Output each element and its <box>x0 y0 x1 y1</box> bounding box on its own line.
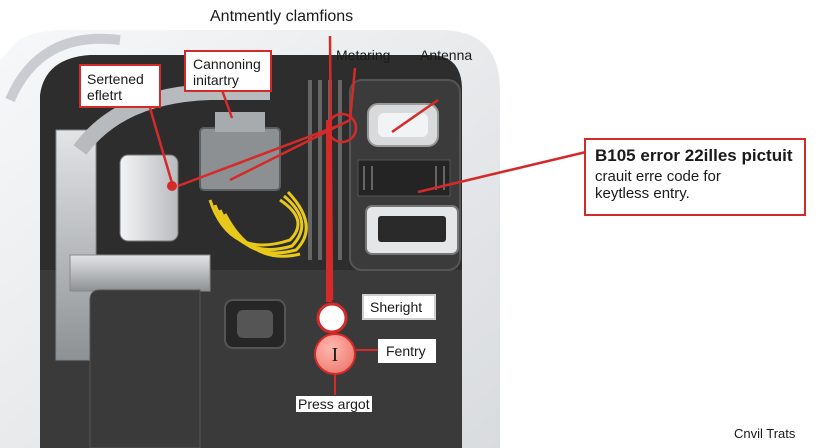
callout-cannoning-line1: Cannoning <box>193 56 261 72</box>
yellow-wire-harness <box>208 190 308 258</box>
callout-fentry: Fentry <box>378 339 436 363</box>
receiver-module-window <box>378 216 446 242</box>
press-button-glyph: I <box>332 344 339 366</box>
sensor-target-dot <box>167 181 177 191</box>
label-top: Antmently clamfions <box>210 8 354 25</box>
label-antenna: Antenna <box>420 47 473 63</box>
error-code-line3: keytless entry. <box>595 184 690 202</box>
error-code-line2: crauit erre code for <box>595 167 721 185</box>
callout-sheright-label: Sheright <box>370 299 423 315</box>
vent-grille <box>357 159 451 197</box>
error-code-title: B105 error 22illes pictuit <box>595 146 793 165</box>
callout-sertened-line2: efletrt <box>87 87 123 104</box>
callout-cannoning-line2: initartry <box>193 72 239 89</box>
callout-fentry-label: Fentry <box>386 343 426 359</box>
control-module-box <box>199 127 281 191</box>
control-module-top <box>215 112 265 132</box>
callout-cannoning: Cannoning initartry <box>184 50 272 92</box>
vertical-red-bar <box>326 120 332 302</box>
door-trim-curve <box>5 33 121 103</box>
door-handle-inner <box>237 310 273 338</box>
callout-sertened: Sertened efletrt <box>79 64 161 108</box>
lower-bezel <box>89 289 201 448</box>
callout-sheright: Sheright <box>362 294 436 320</box>
sensor-cylinder <box>119 154 179 242</box>
label-press-argot: Press argot <box>296 396 372 412</box>
callout-sertened-line1: Sertened <box>87 71 144 87</box>
indicator-ring <box>316 302 348 334</box>
label-metaring: Metaring <box>336 47 391 63</box>
left-vertical-pipe <box>55 129 97 361</box>
coil-target-ring <box>326 112 358 144</box>
error-code-box: B105 error 22illes pictuit crauit erre c… <box>584 138 806 216</box>
label-cnvil-trats: Cnvil Trats <box>734 426 796 441</box>
horizontal-pipe <box>69 254 211 292</box>
